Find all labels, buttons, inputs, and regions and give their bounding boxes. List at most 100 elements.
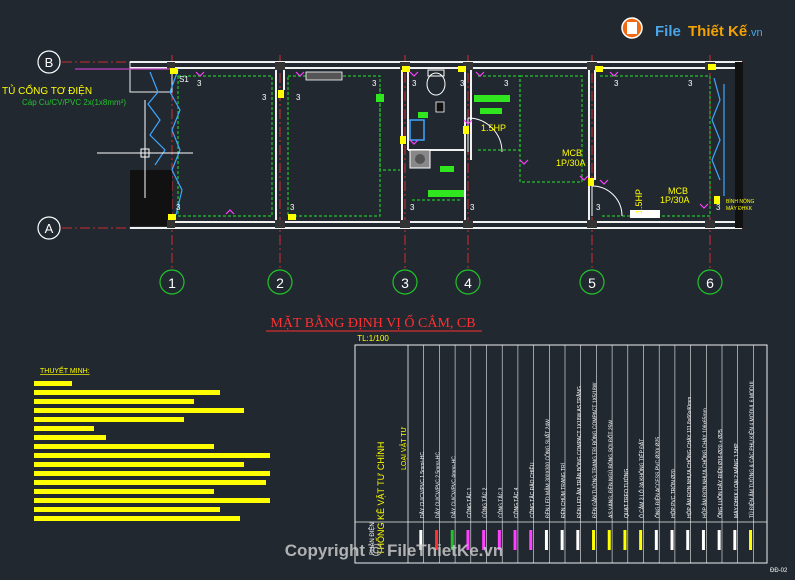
watermark: Copyright © FileThietKe.vn: [285, 541, 503, 560]
grid-label-2: 2: [276, 275, 284, 291]
lamp-2: [480, 108, 502, 114]
grid-label-1: 1: [168, 275, 176, 291]
legend-item-symbol: [670, 530, 674, 550]
circuit-marker: 3: [470, 203, 475, 212]
legend-item-label: ĐÈN CHÙM TRANG TRÍ: [560, 462, 567, 518]
label-mcb-2-rating: 1P/30A: [660, 195, 690, 205]
circuit-marker: 3: [197, 79, 202, 88]
label-heater-1: BÌNH NÓNG: [726, 198, 754, 205]
socket-5: [458, 66, 466, 72]
legend-item-label: HỘP PVC TRÒN Ø20: [670, 469, 677, 518]
legend-item-symbol: [435, 530, 439, 550]
switch-marks: [195, 71, 709, 215]
legend-item-symbol: [419, 530, 423, 550]
fixtures: [305, 69, 660, 218]
table-header-sub: PHẦN ĐIỆN: [368, 522, 376, 555]
drawing-title: MẶT BẰNG ĐỊNH VỊ Ổ CẮM, CB: [270, 313, 475, 331]
legend-item-label: DÂY CU/CV/PVC 2.5mm²-HC: [435, 452, 442, 518]
grid-bubble-5: [579, 269, 605, 295]
legend-item-label: CÔNG TẮC 4: [512, 487, 520, 518]
grid-bubble-4: [455, 269, 481, 295]
lamp-4: [440, 166, 454, 172]
wiring-room-4b: [519, 75, 583, 183]
circuit-marker: 3: [504, 79, 509, 88]
socket-8: [708, 64, 716, 70]
door-swing-2: [591, 185, 623, 217]
legend-item-label: Ổ CẮM 3 LỖ 3A KHÔNG TIẾP ĐẤT: [638, 439, 646, 518]
legend-item-label: ỐNG ĐIỆN ACCESS PVC Ø20/ Ø25: [653, 437, 661, 518]
cable-run-left: [147, 71, 166, 166]
grid-bubble-b: [37, 50, 61, 74]
socket-4: [400, 136, 406, 144]
notes-block: THUYẾT MINH:: [34, 365, 270, 521]
grid-label-3: 3: [401, 275, 409, 291]
table-loai-label: LOẠI VẬT TƯ: [399, 427, 408, 470]
lamp-5: [428, 190, 464, 197]
grid-bubble-3: [392, 269, 418, 295]
label-ac-2: 1.5HP: [634, 189, 644, 214]
legend-item-symbol: [466, 530, 470, 550]
grid-bubble-1: [159, 269, 185, 295]
legend-item-label: TỦ ĐIỆN ÂM TƯỜNG & CÁC PHỤ KIỆN 4 MODUL …: [748, 380, 756, 518]
legend-item-label: CÔNG TẮC 2: [481, 487, 489, 518]
legend-item-symbol: [592, 530, 596, 550]
wiring-room-2: [287, 75, 381, 217]
legend-item-symbol: [482, 530, 486, 550]
legend-item-label: MÁY ĐHKK LOẠI 2 MẢNG 1.5HP: [733, 443, 740, 518]
legend-item-symbol: [639, 530, 643, 550]
row-bubbles: B A: [37, 50, 61, 240]
grid-bubble-2: [267, 269, 293, 295]
column-5-top: [587, 62, 597, 70]
grid-label-b: B: [45, 55, 54, 70]
circuit-marker: 3: [412, 79, 417, 88]
legend-item-label: DÂY CU/CV/PVC 4mm²-HC: [450, 456, 457, 518]
label-mcb-2: MCB: [668, 186, 688, 196]
legend-item-label: HỘP ÂM ĐƠN NHỰA CHỐNG CHÁY 106x65mm: [701, 408, 708, 518]
cable-run-right: [711, 77, 721, 181]
toilet-icon: [426, 72, 446, 96]
column-2-bottom: [275, 220, 285, 228]
grid-label-6: 6: [706, 275, 714, 291]
legend-item-symbol: [560, 530, 564, 550]
water-heater-icon: [409, 119, 425, 141]
grid-lines: [62, 55, 745, 270]
lamp-3: [418, 112, 428, 118]
circuit-marker: 3: [372, 79, 377, 88]
legend-item-symbol: [607, 530, 611, 550]
materials-table: THỐNG KÊ VẬT TƯ CHÍNH PHẦN ĐIỆN LOẠI VẬT…: [354, 344, 768, 564]
legend-item-label: ỐNG LUỒN DÂY ĐIỆN Ø16-Ø20 + Ø25: [716, 429, 724, 518]
legend-item-symbol: [733, 530, 737, 550]
drawing-title-block: MẶT BẰNG ĐỊNH VỊ Ổ CẮM, CB TL:1/100: [266, 313, 482, 343]
column-5-bottom: [587, 220, 597, 228]
label-heater-2: MÁY ĐHKK: [726, 205, 753, 212]
column-block-left: [130, 170, 172, 226]
kitchen-counter: [305, 71, 343, 81]
legend-item-symbol: [497, 530, 501, 550]
legend-item-symbol: [717, 530, 721, 550]
label-s1: S1: [179, 75, 189, 84]
circuit-marker: 3: [716, 203, 721, 212]
legend-item-symbol: [623, 530, 627, 550]
cable-run-left-2: [169, 69, 183, 216]
legend-item-label: CÔNG TẮC ĐẢO CHIỀU: [528, 462, 536, 518]
lamp-1: [474, 95, 510, 102]
notes-lines: [34, 381, 270, 521]
drawing-scale: TL:1/100: [357, 334, 389, 343]
site-logo: File Thiết Kế .vn: [621, 17, 763, 40]
socket-11: [288, 214, 296, 220]
legend-item-symbol: [576, 530, 580, 550]
logo-thiet: Thiết Kế: [688, 23, 748, 40]
legend-item-symbol: [701, 530, 705, 550]
label-mcb-1: MCB: [562, 148, 582, 158]
label-ac-1: 1.5HP: [481, 123, 506, 133]
legend-item-label: HỘP ÂM ĐƠN NHỰA CHỐNG CHÁY 111.8x66x40mm: [686, 397, 693, 518]
circuit-marker: 3: [460, 79, 465, 88]
column-1-bottom: [167, 220, 175, 228]
wiring-room-1: [177, 75, 273, 217]
socket-12: [714, 196, 720, 204]
grid-bubble-6: [697, 269, 723, 295]
column-3-bottom: [400, 220, 410, 228]
door-swing-1: [467, 117, 503, 153]
grid-label-5: 5: [588, 275, 596, 291]
